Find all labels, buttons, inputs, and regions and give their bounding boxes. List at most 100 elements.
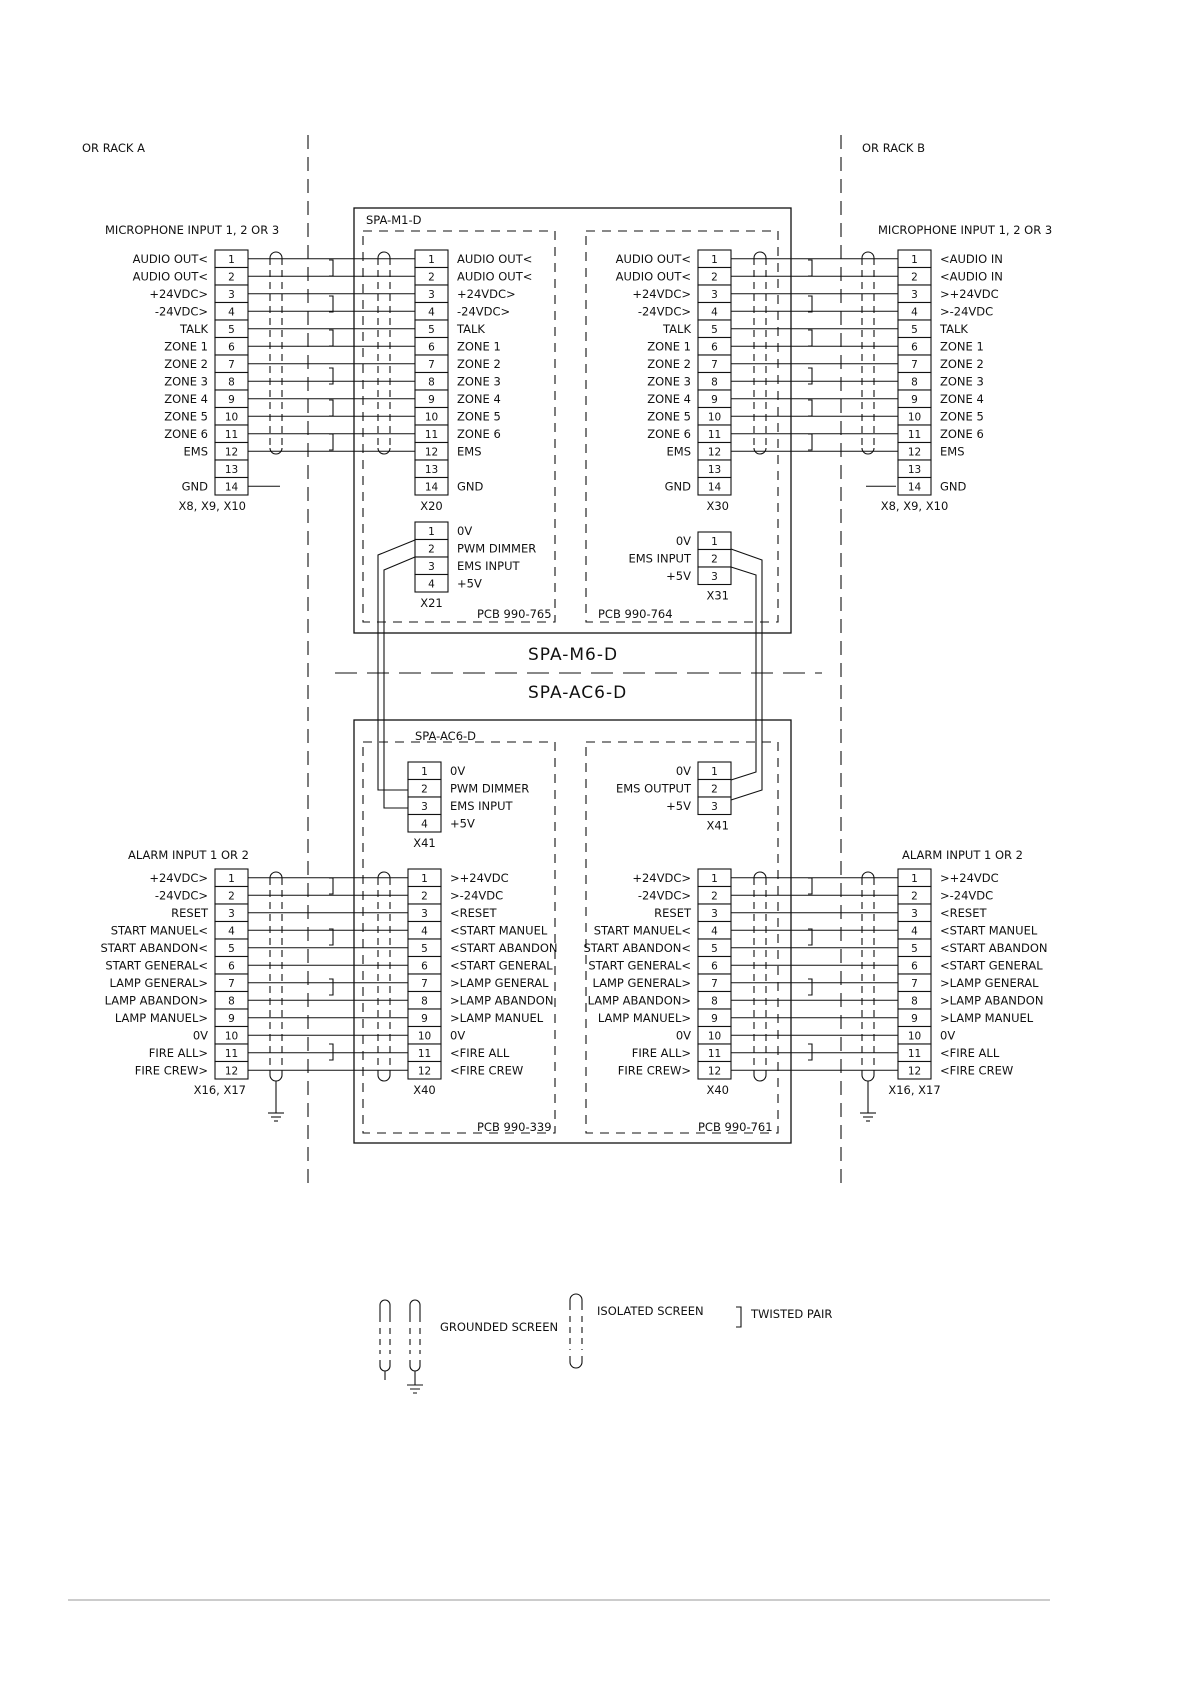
pin-label: 0V: [450, 1029, 465, 1043]
pin-number: 10: [225, 1031, 238, 1043]
rack-b-label: OR RACK B: [862, 141, 925, 155]
pin-label: PWM DIMMER: [457, 542, 536, 556]
pin-number: 13: [708, 464, 721, 476]
pin-cell: [214, 1060, 249, 1080]
pin-label: LAMP MANUEL>: [115, 1011, 208, 1025]
pin-number: 3: [711, 908, 718, 920]
pin-label: START MANUEL<: [111, 924, 208, 938]
connector-name: X40: [413, 1083, 436, 1097]
pin-label: ZONE 3: [940, 375, 984, 389]
pin-number: 6: [428, 342, 435, 354]
pin-label: <AUDIO IN: [940, 270, 1003, 284]
pin-number: 11: [708, 1048, 721, 1060]
pin-label: >LAMP GENERAL: [450, 976, 549, 990]
pin-label: ZONE 6: [647, 427, 691, 441]
pin-number: 4: [228, 307, 235, 319]
pin-number: 2: [911, 272, 918, 284]
pin-number: 1: [428, 254, 435, 266]
legend-grounded-screen: GROUNDED SCREEN: [440, 1320, 558, 1334]
connector-name: X31: [706, 589, 729, 603]
pin-number: 8: [911, 996, 918, 1008]
pin-number: 3: [421, 801, 428, 813]
pin-label: <RESET: [940, 906, 987, 920]
pin-number: 11: [425, 429, 438, 441]
pin-number: 12: [708, 447, 721, 459]
pin-number: 7: [421, 978, 428, 990]
pin-number: 1: [228, 254, 235, 266]
pin-label: >-24VDC: [940, 889, 993, 903]
pin-number: 11: [418, 1048, 431, 1060]
pin-number: 9: [911, 1013, 918, 1025]
pin-label: +5V: [457, 577, 482, 591]
pin-number: 8: [911, 377, 918, 389]
pin-label: ZONE 2: [457, 357, 501, 371]
pin-label: ZONE 4: [940, 392, 984, 406]
isolated-screen-icon: [569, 1293, 583, 1369]
pin-label: <FIRE CREW: [450, 1064, 523, 1078]
pin-number: 12: [908, 447, 921, 459]
pin-number: 4: [711, 926, 718, 938]
pin-number: 7: [911, 978, 918, 990]
pin-label: ZONE 6: [164, 427, 208, 441]
pin-label: LAMP ABANDON>: [105, 994, 208, 1008]
pin-label: >LAMP GENERAL: [940, 976, 1039, 990]
pin-label: ZONE 2: [164, 357, 208, 371]
pin-label: EMS OUTPUT: [616, 782, 692, 796]
pin-number: 4: [228, 926, 235, 938]
pin-label: ZONE 5: [940, 410, 984, 424]
pin-number: 9: [228, 394, 235, 406]
pin-number: 3: [711, 801, 718, 813]
pin-label: <START ABANDON: [940, 941, 1048, 955]
pin-label: <START GENERAL: [450, 959, 553, 973]
pin-number: 3: [711, 289, 718, 301]
center-bottom-label: SPA-AC6-D: [528, 683, 627, 703]
pin-label: EMS: [667, 445, 692, 459]
pin-number: 3: [711, 571, 718, 583]
pin-label: AUDIO OUT<: [616, 270, 691, 284]
pin-number: 1: [711, 536, 718, 548]
pin-number: 13: [425, 464, 438, 476]
pin-label: 0V: [457, 524, 472, 538]
pin-number: 1: [711, 873, 718, 885]
pin-number: 3: [911, 908, 918, 920]
pin-label: 0V: [676, 1029, 691, 1043]
pin-number: 7: [228, 978, 235, 990]
pin-label: LAMP GENERAL>: [592, 976, 691, 990]
pin-label: >LAMP MANUEL: [940, 1011, 1034, 1025]
pin-label: <FIRE CREW: [940, 1064, 1013, 1078]
pin-number: 10: [425, 412, 438, 424]
pin-number: 5: [911, 324, 918, 336]
module-title-m1: SPA-M1-D: [366, 213, 422, 227]
pin-number: 6: [228, 342, 235, 354]
pin-number: 4: [428, 307, 435, 319]
pin-number: 10: [708, 1031, 721, 1043]
pin-number: 5: [428, 324, 435, 336]
pin-label: ZONE 6: [940, 427, 984, 441]
pin-label: ZONE 3: [457, 375, 501, 389]
pin-label: >LAMP MANUEL: [450, 1011, 544, 1025]
pin-label: <FIRE ALL: [450, 1046, 510, 1060]
pin-label: START GENERAL<: [105, 959, 208, 973]
pin-number: 6: [228, 961, 235, 973]
pin-label: 0V: [940, 1029, 955, 1043]
pin-label: GND: [457, 480, 484, 494]
pin-number: 3: [911, 289, 918, 301]
pin-label: 0V: [676, 534, 691, 548]
pin-number: 2: [428, 272, 435, 284]
pin-label: TALK: [662, 322, 691, 336]
pin-label: +24VDC>: [632, 287, 691, 301]
pin-number: 11: [225, 429, 238, 441]
twisted-pair-icon: [736, 1306, 742, 1328]
pin-number: 4: [421, 926, 428, 938]
wires: [248, 251, 898, 1122]
rack-a-label: OR RACK A: [82, 141, 145, 155]
pin-label: EMS: [184, 445, 209, 459]
pin-label: >LAMP ABANDON: [940, 994, 1043, 1008]
pin-label: START ABANDON<: [100, 941, 208, 955]
pin-number: 8: [421, 996, 428, 1008]
pin-label: ZONE 5: [164, 410, 208, 424]
